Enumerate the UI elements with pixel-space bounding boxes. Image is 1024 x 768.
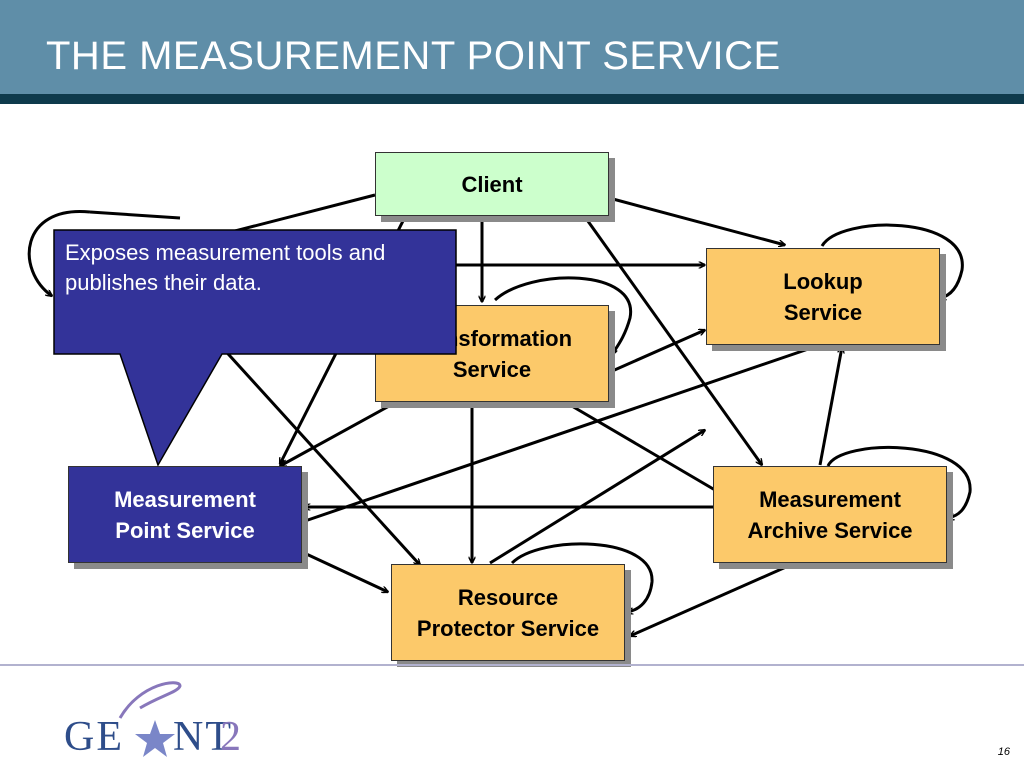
- edge-transformation-lookup: [609, 328, 705, 374]
- edge-rp-lookup: [489, 428, 705, 565]
- edge-left-rp: [218, 343, 420, 565]
- loop-transformation: [493, 276, 632, 355]
- edge-client-archive: [583, 216, 762, 465]
- loop-rp: [510, 542, 654, 612]
- measurement-archive-service-label: Measurement Archive Service: [747, 486, 913, 543]
- edge-archive-rp: [630, 561, 796, 638]
- measurement-point-service-box: Measurement Point Service: [68, 466, 302, 563]
- edge-archive-transformation: [565, 400, 716, 492]
- measurement-point-service-label: Measurement Point Service: [114, 486, 256, 543]
- page-number: 16: [997, 746, 1010, 758]
- resource-protector-service-label: Resource Protector Service: [416, 584, 600, 641]
- svg-text:NT: NT: [173, 714, 233, 758]
- header-bar: [0, 94, 1024, 104]
- footer-divider: [0, 664, 1024, 666]
- resource-protector-service-box: Resource Protector Service: [391, 564, 625, 661]
- lookup-service-label: Lookup Service: [783, 268, 863, 325]
- svg-text:2: 2: [220, 714, 241, 758]
- client-box: Client: [375, 152, 609, 216]
- geant2-logo: GE NT 2: [64, 681, 241, 758]
- client-label: Client: [461, 171, 523, 197]
- slide-title: THE MEASUREMENT POINT SERVICE: [46, 34, 781, 78]
- slide-header: [0, 0, 1024, 96]
- edge-archive-lookup: [818, 347, 842, 466]
- svg-text:GE: GE: [64, 714, 124, 758]
- measurement-archive-service-box: Measurement Archive Service: [713, 466, 947, 563]
- edge-mp-lookup: [301, 345, 820, 524]
- callout-text: Exposes measurement tools and publishes …: [65, 240, 386, 295]
- edge-mp-rp: [301, 550, 388, 594]
- loop-lookup: [820, 223, 964, 298]
- loop-left: [27, 210, 91, 296]
- edge-transformation-mp: [280, 398, 401, 468]
- edge-client-lookup: [597, 193, 785, 245]
- loop-archive: [826, 446, 972, 518]
- lookup-service-box: Lookup Service: [706, 248, 940, 345]
